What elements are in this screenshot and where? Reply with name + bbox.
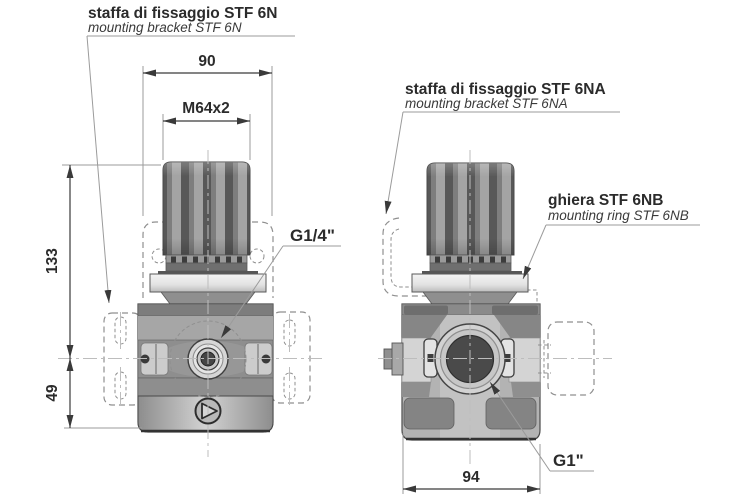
dimension-thread-value: M64x2 — [182, 100, 229, 117]
dimension-133: 133 — [44, 164, 161, 358]
callout-stf6nb-title: ghiera STF 6NB — [548, 192, 663, 209]
callout-stf6n: staffa di fissaggio STF 6N mounting brac… — [86, 5, 295, 304]
dimension-133-value: 133 — [44, 248, 61, 274]
callout-stf6n-title: staffa di fissaggio STF 6N — [88, 5, 277, 22]
dimension-90-value: 90 — [198, 53, 215, 70]
dimension-94-value: 94 — [462, 469, 480, 486]
dimension-49-value: 49 — [44, 384, 61, 402]
dimension-49: 49 — [44, 358, 142, 429]
dimensions: 90 M64x2 133 49 94 — [44, 53, 541, 494]
bracket-right-plate-dashed — [271, 311, 311, 405]
leader-stf6nb — [522, 224, 547, 280]
callout-stf6n-subtitle: mounting bracket STF 6N — [88, 20, 242, 35]
callout-stf6nb-subtitle: mounting ring STF 6NB — [548, 208, 689, 223]
callout-stf6na-subtitle: mounting bracket STF 6NA — [405, 96, 568, 111]
dimension-94: 94 — [402, 433, 541, 494]
front-view-drawing — [58, 150, 322, 457]
callout-stf6na-title: staffa di fissaggio STF 6NA — [405, 81, 606, 98]
port-g1-label: G1" — [553, 451, 584, 470]
bracket-hole-dashed — [249, 248, 265, 264]
side-view-drawing — [378, 150, 612, 464]
leader-g1 — [489, 381, 551, 472]
dimension-m64x2: M64x2 — [162, 100, 251, 160]
bracket-stf6na-dashed-outline — [382, 217, 538, 303]
knob-serration-front — [158, 254, 258, 275]
port-g14-label: G1/4" — [290, 226, 335, 245]
callout-stf6nb: ghiera STF 6NB mounting ring STF 6NB — [522, 192, 700, 280]
callout-g1: G1" — [489, 381, 594, 472]
knob-serration-side — [422, 254, 522, 275]
callouts: staffa di fissaggio STF 6N mounting brac… — [86, 5, 700, 472]
dimension-90: 90 — [142, 53, 273, 216]
leader-g14 — [220, 245, 284, 339]
callout-g14: G1/4" — [220, 226, 341, 339]
adjustment-knob-front — [162, 161, 251, 256]
callout-stf6na: staffa di fissaggio STF 6NA mounting bra… — [384, 81, 620, 215]
leader-stf6n — [86, 35, 112, 304]
regulator-body-front — [137, 303, 274, 433]
leader-stf6na — [384, 111, 404, 215]
